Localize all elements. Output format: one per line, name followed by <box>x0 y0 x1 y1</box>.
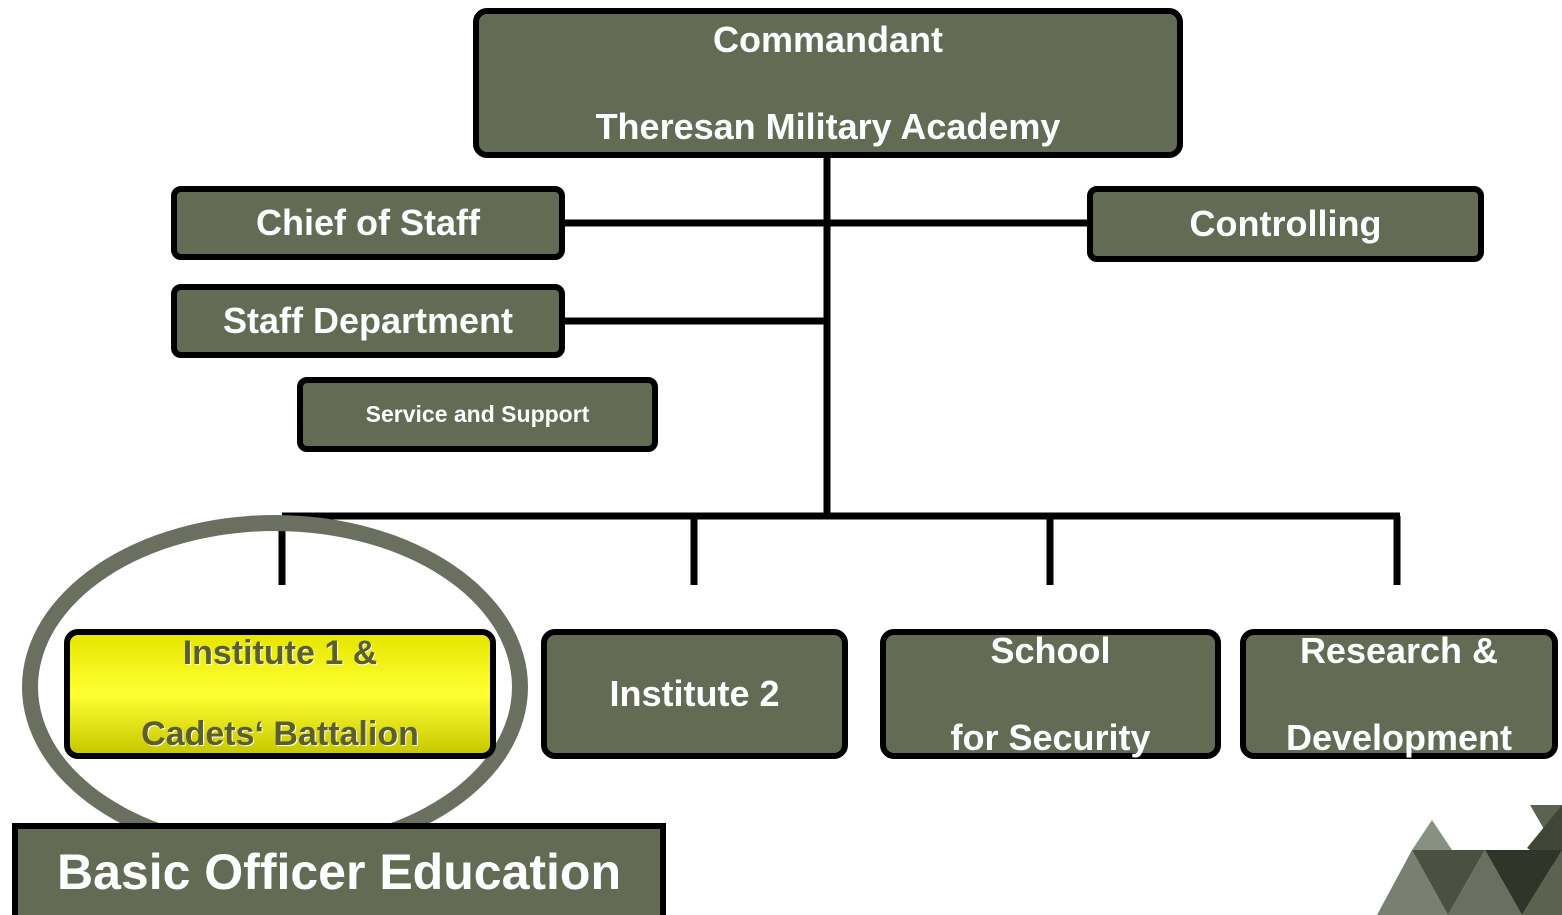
commandant-box: Commandant Theresan Military Academy <box>473 8 1183 158</box>
institute1-line2: Cadets‘ Battalion <box>141 715 419 754</box>
commandant-title: Commandant <box>712 19 943 61</box>
staff-department-label: Staff Department <box>222 300 514 342</box>
chief-of-staff-box: Chief of Staff <box>171 186 565 260</box>
controlling-label: Controlling <box>1189 203 1382 245</box>
institute2-label: Institute 2 <box>609 673 780 715</box>
basic-officer-education-label: Basic Officer Education <box>56 844 622 900</box>
staff-department-box: Staff Department <box>171 284 565 358</box>
institute2-box: Institute 2 <box>541 629 848 759</box>
school-line1: School <box>990 630 1111 672</box>
research-box: Research & Development <box>1240 629 1558 759</box>
school-line2: for Security <box>950 716 1151 758</box>
school-box: School for Security <box>880 629 1221 759</box>
controlling-box: Controlling <box>1087 186 1484 262</box>
institute1-line1: Institute 1 & <box>182 633 378 672</box>
basic-officer-education-banner: Basic Officer Education <box>12 823 666 915</box>
service-and-support-label: Service and Support <box>365 400 590 427</box>
service-and-support-box: Service and Support <box>297 377 658 452</box>
research-line2: Development <box>1285 716 1513 758</box>
chief-of-staff-label: Chief of Staff <box>256 202 480 244</box>
institute1-box: Institute 1 & Cadets‘ Battalion <box>64 629 496 759</box>
research-line1: Research & <box>1299 630 1499 672</box>
commandant-subtitle: Theresan Military Academy <box>595 105 1061 147</box>
